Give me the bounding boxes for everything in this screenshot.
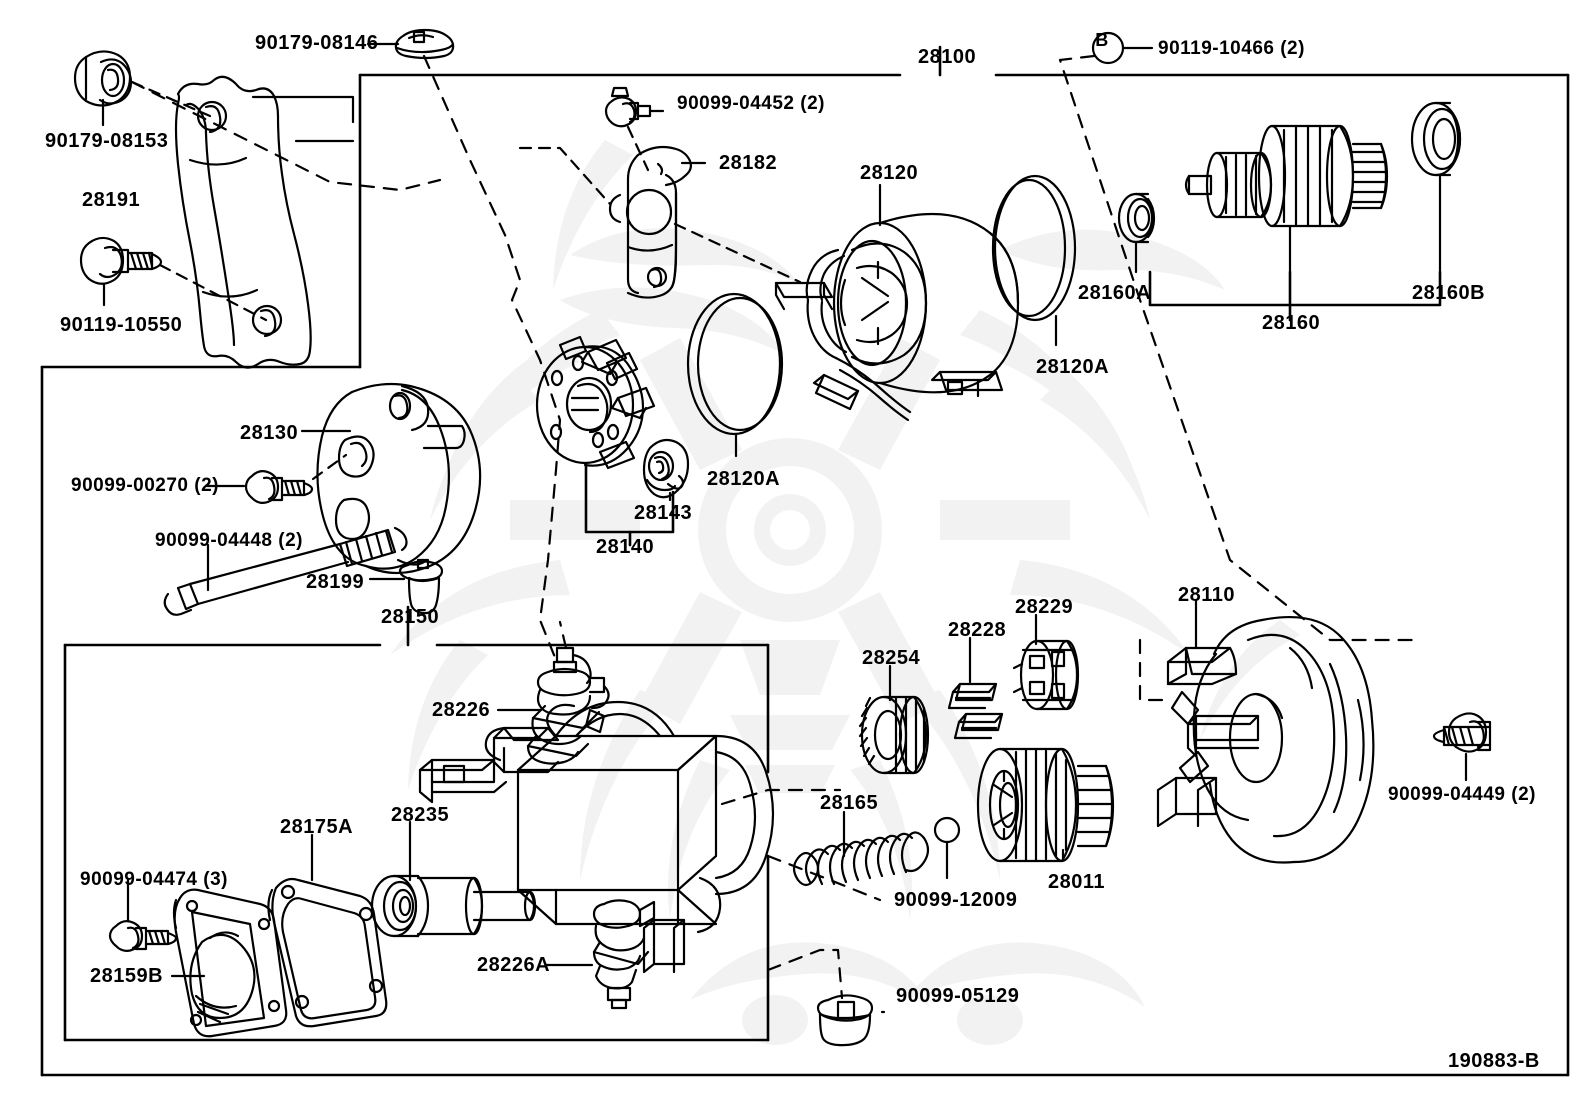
part-90119-10550: [79, 236, 163, 285]
part-label-28165: 28165: [820, 792, 879, 814]
part-label-90099-04448: 90099-04448 (2): [155, 530, 303, 551]
bracket-28160: [1148, 270, 1442, 322]
part-28120A-right: [991, 174, 1077, 322]
part-label-28182: 28182: [719, 152, 778, 174]
part-label-28120a-2: 28120A: [707, 468, 781, 490]
part-label-28110: 28110: [1178, 584, 1236, 606]
part-90099-04452: [604, 86, 652, 128]
part-90179-08146: [394, 28, 455, 60]
part-label-28228: 28228: [948, 619, 1007, 641]
part-label-28160a: 28160A: [1078, 282, 1152, 304]
part-28120A-middle: [686, 292, 784, 436]
part-28235: [370, 874, 537, 938]
dash-callout-B: [1058, 54, 1422, 642]
dash-crossing-left: [518, 146, 612, 206]
part-label-28120a-1: 28120A: [1036, 356, 1110, 378]
part-28120: [774, 213, 1020, 422]
part-28254: [858, 695, 930, 775]
part-label-90119-10466: 90119-10466 (2): [1158, 38, 1305, 59]
dash-90099-00270: [311, 453, 348, 481]
part-label-28199: 28199: [306, 571, 365, 593]
part-label-28235: 28235: [391, 804, 450, 826]
part-28160B: [1410, 101, 1462, 177]
group-box-28100: [358, 45, 1570, 1077]
dash-28110: [1138, 638, 1172, 702]
part-28229: [1012, 639, 1080, 711]
part-28130: [316, 382, 482, 575]
part-label-28191: 28191: [82, 189, 141, 211]
part-28011: [976, 747, 1115, 863]
part-label-28175a: 28175A: [280, 816, 354, 838]
part-28140-brush-holder: [535, 335, 656, 470]
part-label-90119-10550: 90119-10550: [60, 314, 183, 336]
part-28159B: [172, 888, 288, 1038]
part-label-90099-05129: 90099-05129: [896, 985, 1020, 1007]
dash-28226: [558, 620, 568, 650]
part-label-28254: 28254: [862, 647, 921, 669]
part-90099-05129: [816, 994, 874, 1047]
dash-28150-to-housing: [720, 788, 882, 902]
part-28228: [947, 682, 1004, 740]
part-label-28130: 28130: [240, 422, 299, 444]
part-28143: [642, 438, 690, 499]
part-90099-04474: [108, 919, 178, 953]
part-28110: [1156, 615, 1375, 864]
part-90179-08153: [73, 50, 355, 124]
group-box-lower: [40, 365, 1570, 1077]
part-28191: [174, 75, 312, 369]
part-label-90099-00270: 90099-00270 (2): [71, 475, 219, 496]
dash-90179-08146: [422, 54, 562, 662]
part-label-callout-b: B: [1095, 30, 1109, 50]
part-label-28160: 28160: [1262, 312, 1321, 334]
part-28160A: [1117, 192, 1156, 244]
part-label-90099-04452: 90099-04452 (2): [677, 93, 825, 114]
part-label-28011: 28011: [1048, 871, 1106, 893]
bracket-28140: [584, 463, 675, 547]
part-label-28160b: 28160B: [1412, 282, 1486, 304]
dash-90099-05129: [766, 948, 844, 1000]
part-label-28229: 28229: [1015, 596, 1074, 618]
dash-90119-10550: [158, 263, 268, 322]
dash-top-bracket: [130, 80, 442, 192]
part-label-90099-12009: 90099-12009: [894, 889, 1018, 911]
group-box-28150: [63, 605, 770, 1042]
part-90099-00270: [244, 469, 314, 505]
part-label-28120: 28120: [860, 162, 919, 184]
part-28160-armature: [1184, 124, 1389, 228]
part-28182: [608, 145, 692, 299]
part-label-90099-04449: 90099-04449 (2): [1388, 784, 1536, 805]
part-label-28143: 28143: [634, 502, 693, 524]
part-label-90179-08153: 90179-08153: [45, 130, 169, 152]
part-label-90099-04474: 90099-04474 (3): [80, 869, 228, 890]
part-28199: [398, 558, 444, 615]
part-label-28150: 28150: [381, 606, 440, 628]
part-90099-04449: [1432, 712, 1492, 753]
dash-90179-08153: [130, 80, 212, 118]
part-label-90179-08146: 90179-08146: [255, 32, 379, 54]
part-label-28226a: 28226A: [477, 954, 551, 976]
part-28150-magnetic-switch: [418, 700, 775, 974]
part-90099-12009: [933, 816, 961, 844]
part-label-28226: 28226: [432, 699, 491, 721]
part-label-28140: 28140: [596, 536, 655, 558]
dash-90099-04452: [626, 125, 650, 172]
part-28226A: [592, 899, 656, 1010]
part-90099-04448: [163, 526, 408, 616]
part-28165: [792, 831, 930, 887]
part-label-28100: 28100: [918, 46, 977, 68]
dash-28182-to-frame: [673, 222, 802, 284]
diagram-id: 190883-B: [1448, 1050, 1540, 1072]
part-label-28159b: 28159B: [90, 965, 164, 987]
